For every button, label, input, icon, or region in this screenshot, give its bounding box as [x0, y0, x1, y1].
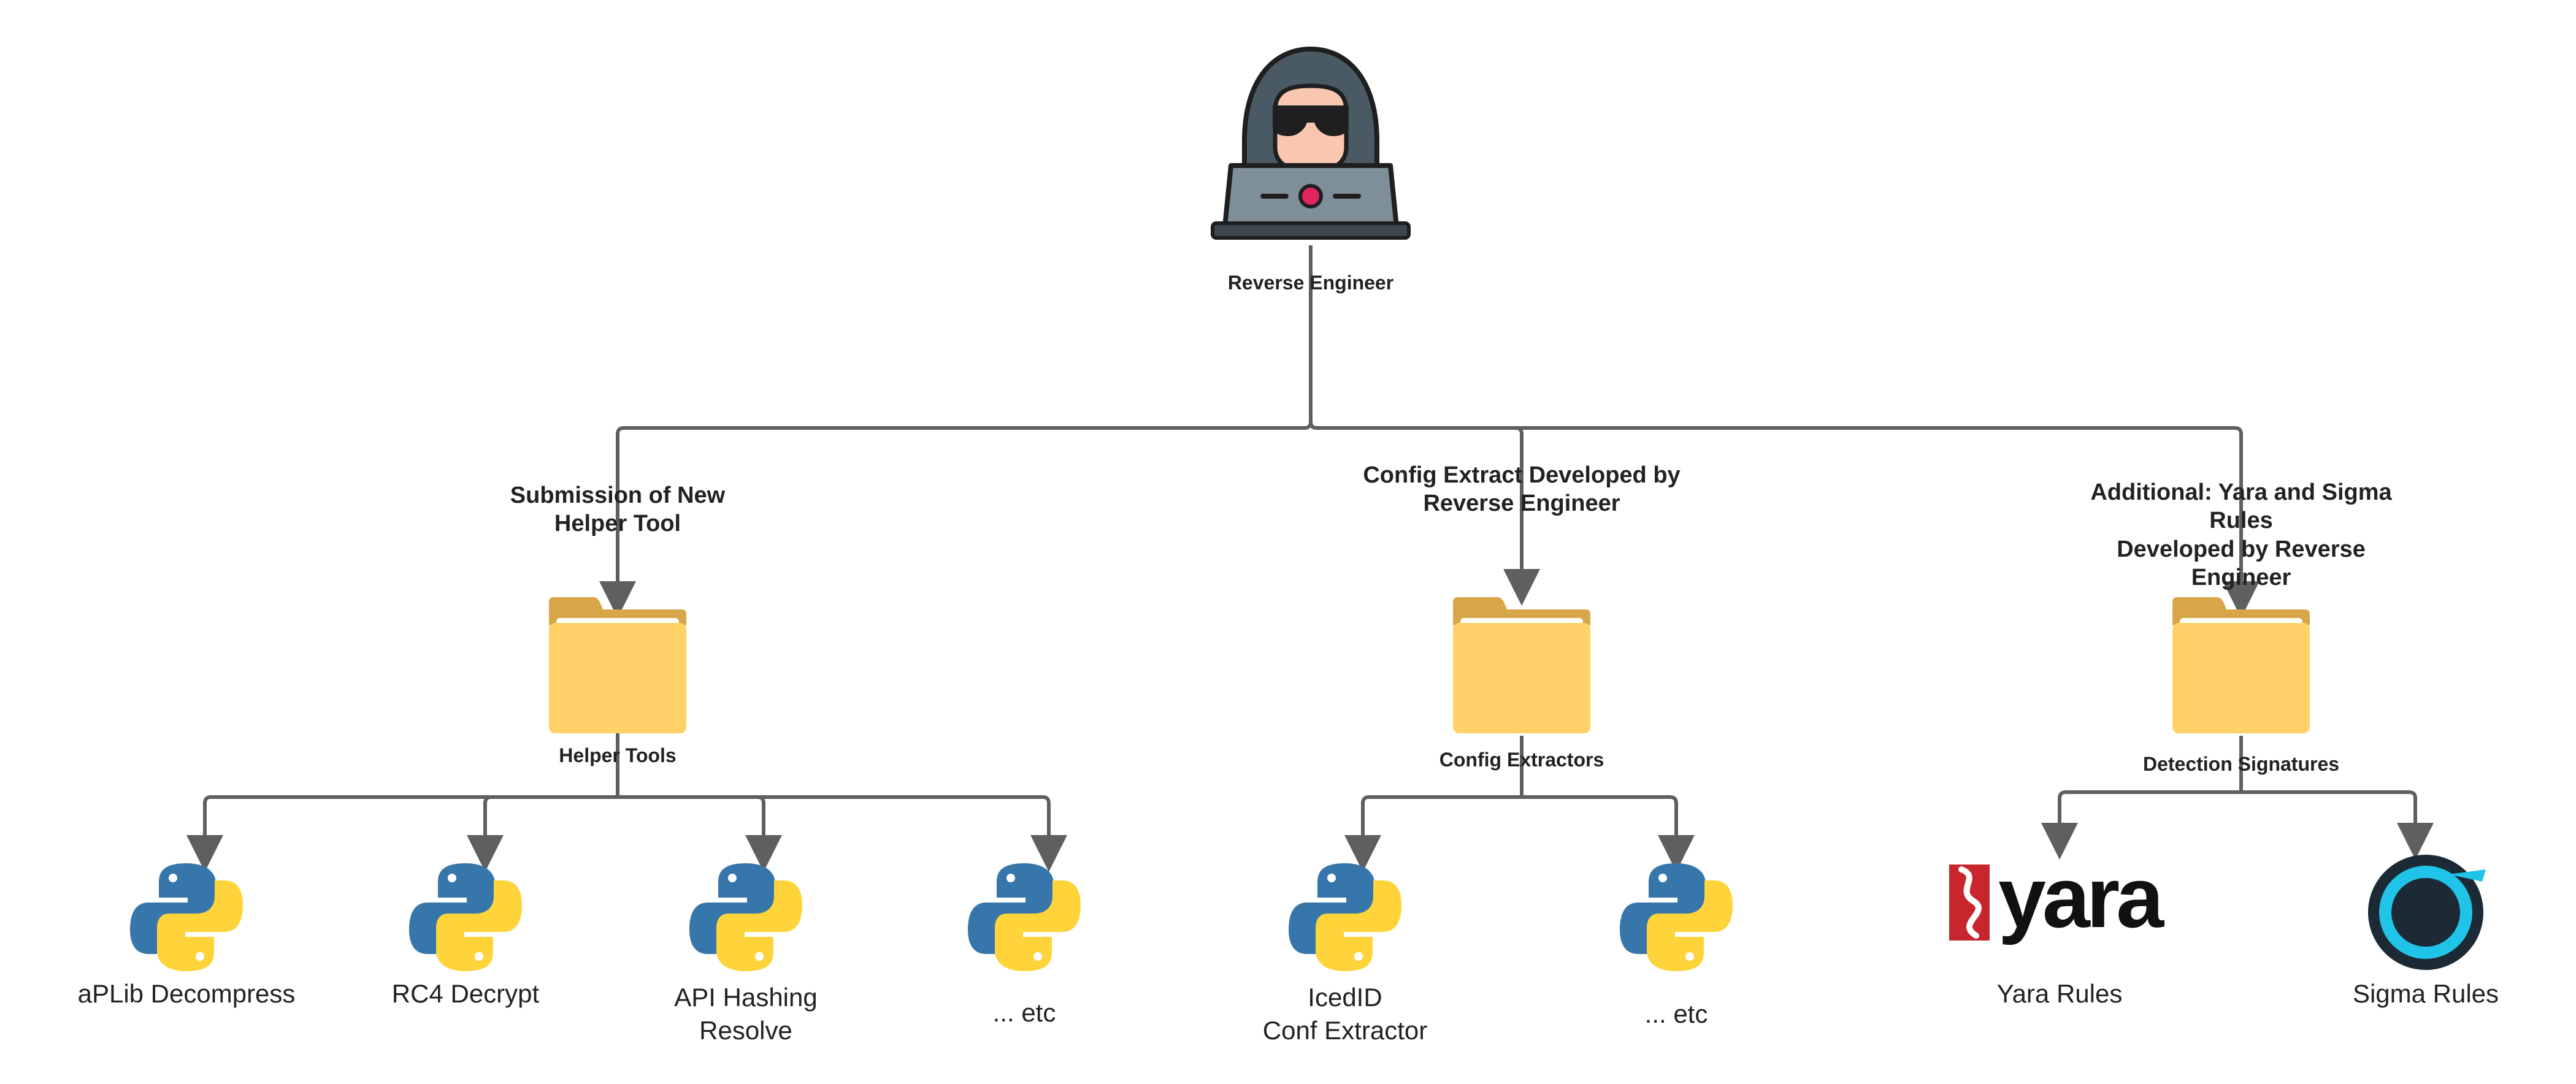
branch-helper-edge-label: Submission of New Helper Tool — [510, 483, 726, 537]
connector-to-aplib — [186, 795, 618, 872]
folder-helper-tools-icon — [549, 597, 686, 733]
sigma-logo — [2368, 855, 2486, 970]
yara-logo-text: yara — [1998, 849, 2164, 945]
leaf-aplib-decompress-label: aPLib Decompress — [77, 979, 296, 1008]
icon-layer: yara — [130, 46, 2486, 971]
leaf-config-etc-label: ... etc — [1644, 999, 1708, 1028]
python-icon-api-hashing — [689, 863, 802, 971]
leaf-rc4-decrypt-label: RC4 Decrypt — [391, 979, 540, 1008]
connector-lines — [186, 245, 2434, 872]
leaf-api-hashing-label: API Hashing Resolve — [674, 983, 818, 1045]
python-icon-helper-etc — [968, 863, 1081, 971]
python-icon-config-etc — [1620, 863, 1733, 971]
root-label: Reverse Engineer — [1227, 272, 1394, 294]
connector-to-helper-etc — [618, 795, 1067, 872]
yara-logo: yara — [1949, 849, 2168, 945]
connector-to-rc4 — [467, 795, 618, 872]
leaf-yara-rules-label: Yara Rules — [1996, 979, 2123, 1008]
python-icon-icedid — [1289, 863, 1401, 971]
leaf-sigma-rules-label: Sigma Rules — [2352, 979, 2499, 1008]
connector-root-to-helper-tools — [599, 245, 1313, 618]
python-icon-aplib — [130, 863, 243, 971]
connector-to-icedid — [1344, 795, 1522, 872]
python-icon-rc4 — [409, 863, 522, 971]
connector-to-config-etc — [1522, 795, 1695, 872]
connector-to-yara — [2041, 790, 2241, 860]
leaf-icedid-extractor-label: IcedID Conf Extractor — [1262, 983, 1428, 1045]
branch-detection-edge-label: Additional: Yara and Sigma Rules Develop… — [2090, 479, 2392, 591]
connector-to-api-hashing — [618, 795, 782, 872]
folder-detection-signatures-label: Detection Signatures — [2142, 753, 2340, 775]
folder-config-extractors-icon — [1453, 597, 1590, 733]
branch-config-edge-label: Config Extract Developed by Reverse Engi… — [1363, 462, 1681, 517]
connector-to-sigma — [2241, 790, 2434, 860]
folder-helper-tools-label: Helper Tools — [559, 744, 677, 766]
folder-config-extractors-label: Config Extractors — [1439, 749, 1604, 771]
leaf-helper-etc-label: ... etc — [992, 998, 1056, 1027]
folder-detection-signatures-icon — [2172, 597, 2310, 733]
hacker-laptop-icon — [1211, 46, 1411, 240]
connector-root-to-detection-signatures — [1309, 421, 2260, 618]
